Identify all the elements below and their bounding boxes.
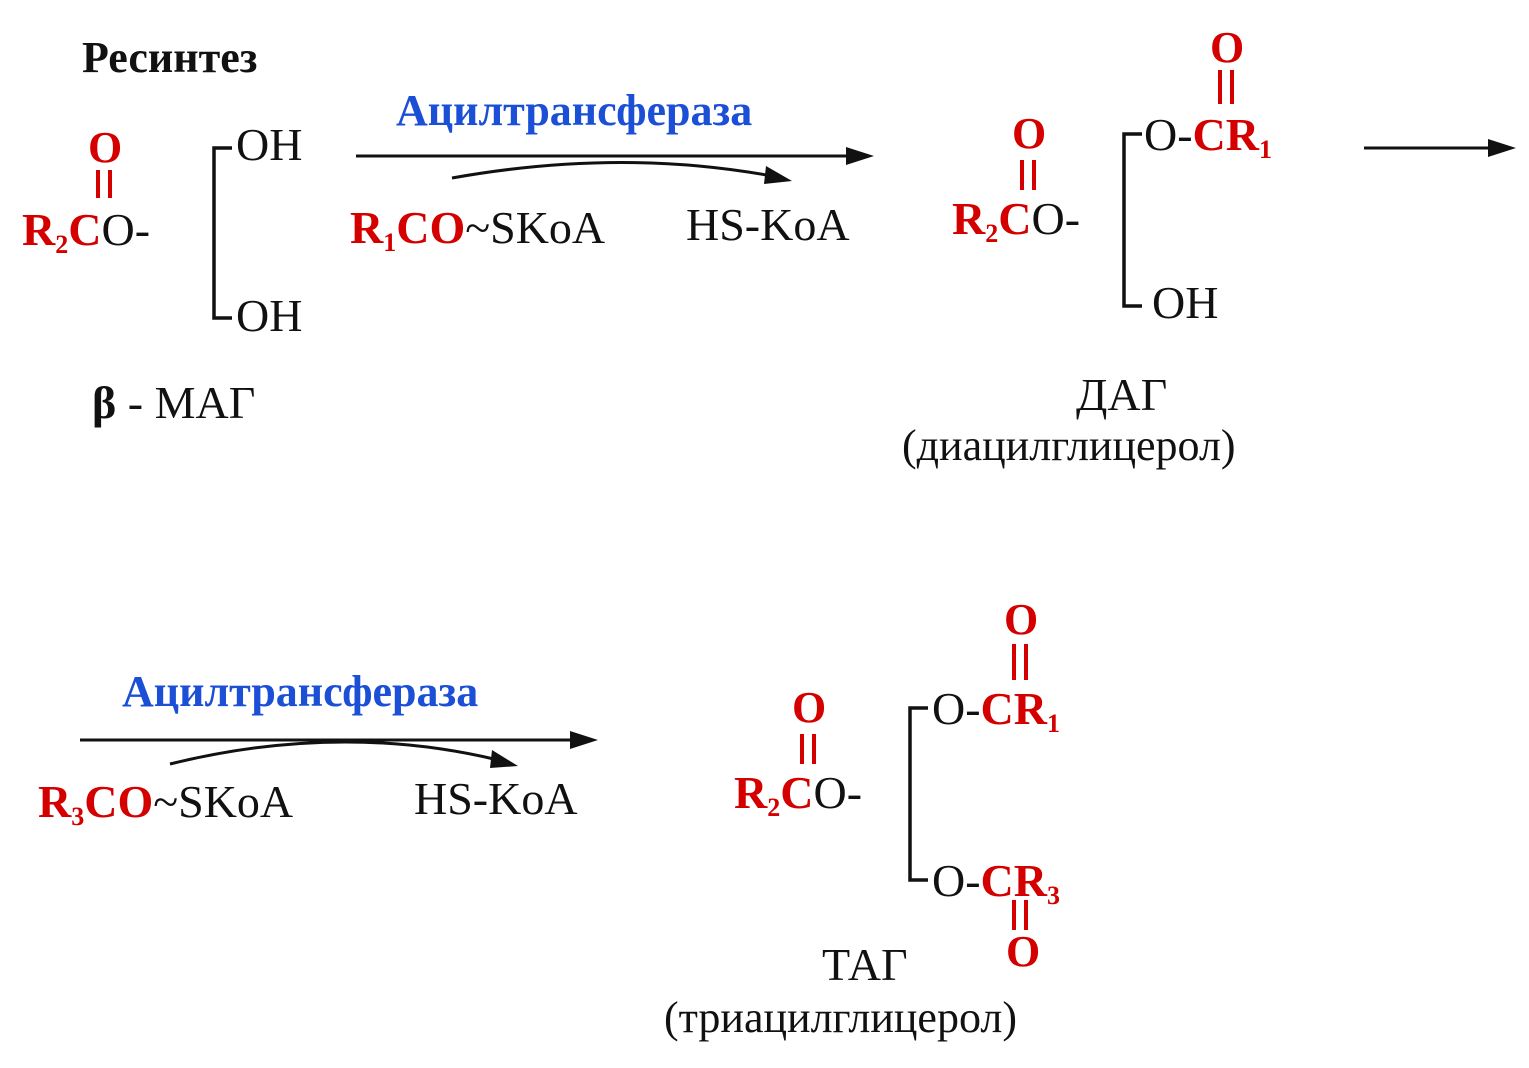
coa-released-1: HS-KoA — [686, 199, 850, 250]
coa-released-2: HS-KoA — [414, 773, 578, 824]
mag-oh-bottom: OH — [236, 290, 302, 341]
mag-molecule: O R2CO- OH OH β - МАГ — [22, 119, 302, 428]
tag-molecule: O R2CO- O-CR1 O O-CR3 O ТАГ (триацилглиц… — [664, 595, 1060, 1042]
tag-carbonyl-oxygen-r3: O — [1006, 927, 1040, 976]
dag-full-name: (диацилглицерол) — [902, 421, 1236, 470]
mag-oh-top: OH — [236, 119, 302, 170]
reaction-arrow-2: Ацилтрансфераза R3CO~SKoA HS-KoA — [38, 667, 598, 831]
enzyme-label-2: Ацилтрансфераза — [122, 667, 478, 716]
scheme-title: Ресинтез — [82, 33, 257, 82]
reaction-arrow-1: Ацилтрансфераза R1CO~SKoA HS-KoA — [350, 86, 874, 257]
dag-carbonyl-oxygen-r2: O — [1012, 109, 1046, 158]
acyl-coa-reagent-1: R1CO~SKoA — [350, 202, 605, 257]
dag-oh: OH — [1152, 277, 1218, 328]
mag-label: β - МАГ — [92, 377, 255, 428]
dag-label: ДАГ — [1076, 369, 1167, 420]
tag-label: ТАГ — [822, 939, 908, 990]
continuation-arrow — [1364, 139, 1516, 157]
mag-r2-acyl: R2CO- — [22, 204, 150, 259]
dag-r2-acyl: R2CO- — [952, 193, 1080, 248]
acyl-coa-reagent-2: R3CO~SKoA — [38, 776, 293, 831]
dag-carbonyl-oxygen-r1: O — [1210, 23, 1244, 72]
tag-carbonyl-oxygen-r2: O — [792, 683, 826, 732]
tag-ester-o-top: O-CR1 — [932, 683, 1060, 738]
dag-ester-o-top: O-CR1 — [1144, 109, 1272, 164]
tag-ester-o-bottom: O-CR3 — [932, 855, 1060, 910]
dag-molecule: O R2CO- O-CR1 O OH ДАГ (диацилглицерол) — [902, 23, 1272, 470]
mag-carbonyl-oxygen: O — [88, 123, 122, 172]
tag-r2-acyl: R2CO- — [734, 767, 862, 822]
enzyme-label-1: Ацилтрансфераза — [396, 86, 752, 135]
tag-full-name: (триацилглицерол) — [664, 993, 1017, 1042]
tag-carbonyl-oxygen-r1: O — [1004, 595, 1038, 644]
